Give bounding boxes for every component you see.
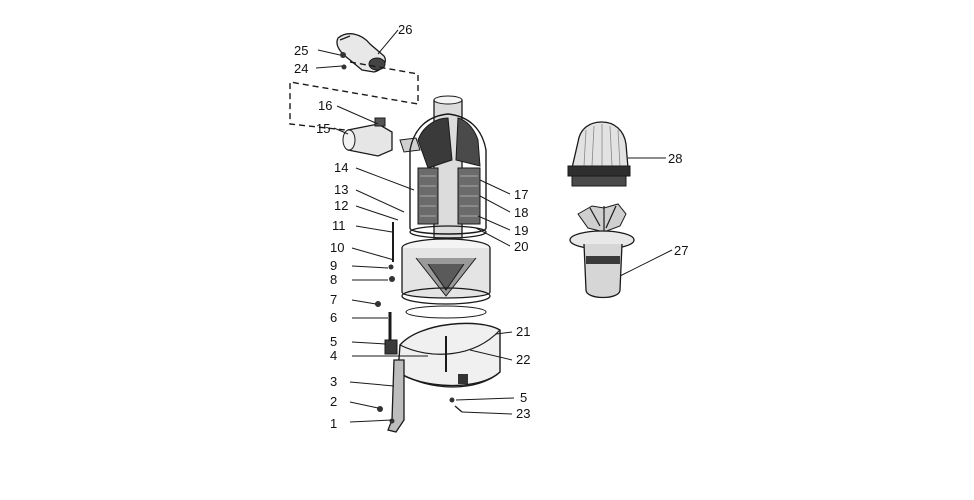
bracket-and-fasteners-part: [375, 264, 463, 433]
label-3: 3: [330, 374, 337, 389]
label-19: 19: [514, 223, 528, 238]
label-12: 12: [334, 198, 348, 213]
label-15: 15: [316, 121, 330, 136]
label-26: 26: [398, 22, 412, 37]
mounting-band-part: [397, 322, 501, 388]
leader-lines: [315, 29, 673, 423]
label-6: 6: [330, 310, 337, 325]
label-23: 23: [516, 406, 530, 421]
label-1: 1: [330, 416, 337, 431]
label-2: 2: [330, 394, 337, 409]
cyclone-bowl-part: [401, 238, 491, 319]
label-11: 11: [332, 218, 346, 233]
label-22: 22: [516, 352, 530, 367]
dome-cap-part: [567, 121, 631, 187]
label-27: 27: [674, 243, 688, 258]
label-7: 7: [330, 292, 337, 307]
label-28: 28: [668, 151, 682, 166]
assembly-guide-dashed: [289, 61, 419, 131]
label-14: 14: [334, 160, 348, 175]
label-4: 4: [330, 348, 337, 363]
elbow-pipe-part: [336, 33, 386, 73]
label-13: 13: [334, 182, 348, 197]
fan-assembly-part: [569, 203, 635, 299]
label-5-lower: 5: [520, 390, 527, 405]
label-9: 9: [330, 258, 337, 273]
part-number-labels: 1 2 3 4 5 6 7 8 9 10 11 12 13 14 15 16 1…: [294, 22, 688, 431]
label-20: 20: [514, 239, 528, 254]
filter-housing-part: [409, 95, 487, 239]
small-clamp-parts: [340, 52, 347, 70]
label-24: 24: [294, 61, 308, 76]
hose-connector-part: [342, 117, 421, 157]
label-25: 25: [294, 43, 308, 58]
label-5: 5: [330, 334, 337, 349]
label-18: 18: [514, 205, 528, 220]
label-17: 17: [514, 187, 528, 202]
label-21: 21: [516, 324, 530, 339]
label-16: 16: [318, 98, 332, 113]
label-8: 8: [330, 272, 337, 287]
label-10: 10: [330, 240, 344, 255]
